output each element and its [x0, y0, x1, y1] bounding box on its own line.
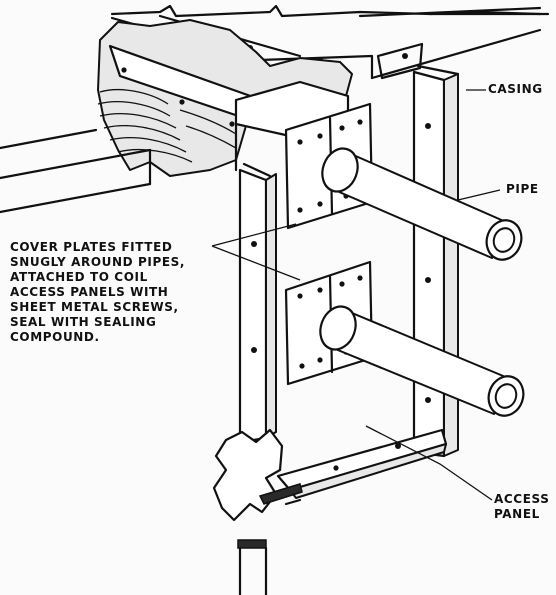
cover-plate-note: COVER PLATES FITTED SNUGLY AROUND PIPES,… [10, 240, 185, 345]
left-channel-member [212, 162, 284, 595]
access-panel-line: ACCESS [494, 492, 550, 506]
left-pipe [0, 128, 152, 214]
access-panel-line: PANEL [494, 507, 540, 521]
access-panel [258, 428, 448, 506]
casing-label: CASING [488, 82, 543, 96]
note-line: ATTACHED TO COIL [10, 270, 148, 284]
note-line: ACCESS PANELS WITH [10, 285, 169, 299]
note-line: COMPOUND. [10, 330, 100, 344]
note-line: SHEET METAL SCREWS, [10, 300, 179, 314]
note-line: COVER PLATES FITTED [10, 240, 173, 254]
lower-pipe [319, 305, 525, 417]
note-line: SNUGLY AROUND PIPES, [10, 255, 186, 269]
note-line: SEAL WITH SEALING [10, 315, 157, 329]
leader-lines [211, 89, 501, 501]
pipe-label: PIPE [506, 182, 539, 196]
access-panel-label: ACCESS PANEL [494, 492, 549, 522]
upper-pipe [321, 147, 523, 261]
